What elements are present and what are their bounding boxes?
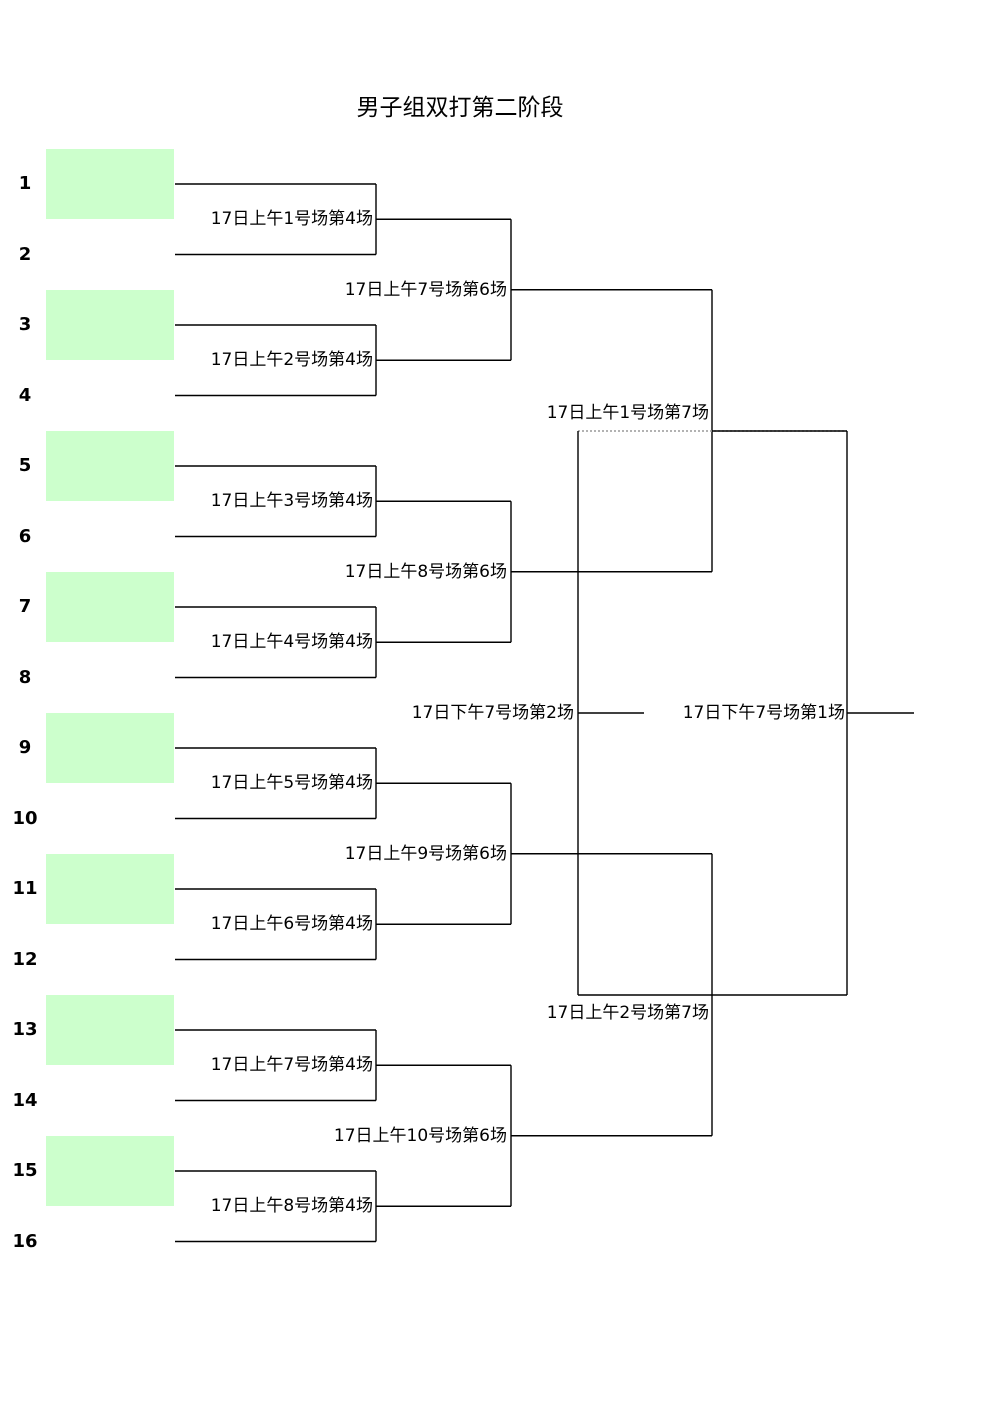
seed-number: 14 bbox=[12, 1089, 38, 1111]
semifinal-match-label: 17日上午2号场第7场 bbox=[546, 1003, 709, 1023]
team-slot bbox=[46, 572, 174, 642]
round2-match-label: 17日上午8号场第6场 bbox=[344, 561, 507, 582]
page-title: 男子组双打第二阶段 bbox=[356, 95, 564, 121]
seed-number: 8 bbox=[18, 666, 32, 688]
seed-number: 13 bbox=[12, 1019, 38, 1040]
round1-match-label: 17日上午5号场第4场 bbox=[210, 773, 373, 794]
semifinal-match-label: 17日上午1号场第7场 bbox=[546, 403, 709, 423]
seed-number: 11 bbox=[12, 878, 38, 899]
team-slot bbox=[46, 854, 174, 924]
team-slot bbox=[46, 431, 174, 501]
seed-number: 15 bbox=[12, 1160, 38, 1181]
seed-number: 6 bbox=[18, 525, 32, 547]
seed-number: 1 bbox=[18, 173, 32, 194]
round1-match-label: 17日上午4号场第4场 bbox=[210, 632, 373, 653]
seed-number: 16 bbox=[12, 1230, 38, 1252]
seed-number: 3 bbox=[18, 314, 32, 335]
seed-number: 7 bbox=[18, 596, 32, 617]
round2-match-label: 17日上午10号场第6场 bbox=[333, 1125, 507, 1146]
seed-number: 10 bbox=[12, 807, 38, 829]
team-slot bbox=[46, 1136, 174, 1206]
team-slot bbox=[46, 995, 174, 1065]
seed-number: 2 bbox=[18, 243, 32, 265]
seed-number: 4 bbox=[18, 384, 32, 406]
round1-match-label: 17日上午6号场第4场 bbox=[210, 914, 373, 935]
round2-match-label: 17日上午7号场第6场 bbox=[344, 279, 507, 300]
round1-match-label: 17日上午8号场第4场 bbox=[210, 1196, 373, 1217]
seed-number: 9 bbox=[18, 737, 32, 758]
team-slot bbox=[46, 713, 174, 783]
seed-number: 5 bbox=[18, 455, 32, 476]
final-match-label: 17日下午7号场第1场 bbox=[682, 703, 845, 723]
team-slot bbox=[46, 290, 174, 360]
round2-match-label: 17日上午9号场第6场 bbox=[344, 843, 507, 864]
round1-match-label: 17日上午7号场第4场 bbox=[210, 1055, 373, 1076]
round1-match-label: 17日上午1号场第4场 bbox=[210, 209, 373, 230]
team-slot bbox=[46, 149, 174, 219]
round1-match-label: 17日上午2号场第4场 bbox=[210, 350, 373, 371]
third-place-label: 17日下午7号场第2场 bbox=[411, 703, 574, 723]
seed-number: 12 bbox=[12, 948, 38, 970]
round1-match-label: 17日上午3号场第4场 bbox=[210, 491, 373, 512]
